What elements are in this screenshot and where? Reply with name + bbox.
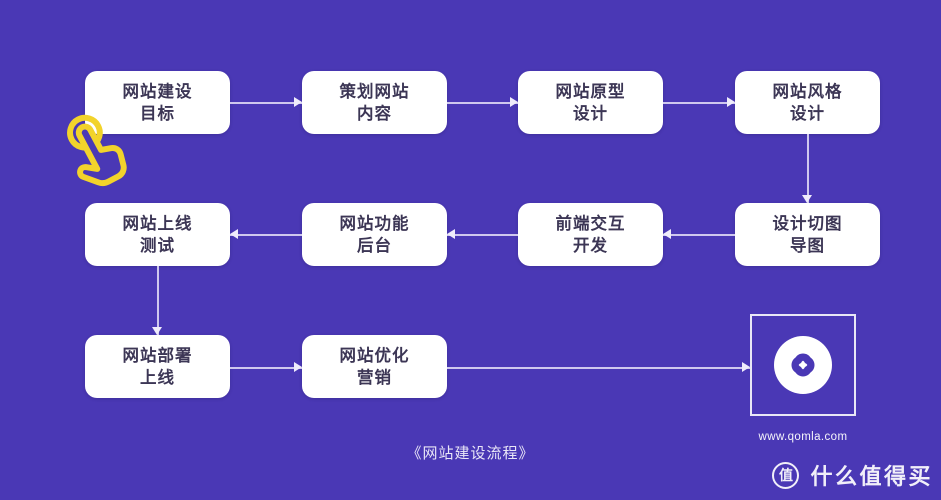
smzdm-watermark: 值 什么值得买 — [772, 459, 933, 491]
connector-line — [230, 234, 302, 236]
flow-node-text: 上线 — [140, 368, 175, 387]
tap-hand-cursor-icon — [67, 114, 127, 187]
smzdm-brand-text: 什么值得买 — [810, 464, 933, 489]
flow-node-text: 目标 — [140, 104, 175, 123]
flow-node-text: 后台 — [357, 236, 392, 255]
flow-node-design-slicing: 设计切图 导图 — [735, 203, 880, 266]
arrowhead-right-icon — [294, 97, 302, 107]
flow-node-text: 开发 — [573, 236, 608, 255]
arrowhead-right-icon — [294, 362, 302, 372]
flow-node-text: 营销 — [357, 368, 392, 387]
connector-line — [157, 266, 159, 335]
logo-card — [750, 314, 856, 416]
diagram-caption: 《网站建设流程》 — [406, 445, 535, 462]
flow-node-text: 网站功能 — [339, 214, 410, 233]
flow-node-text: 内容 — [357, 104, 392, 123]
arrowhead-left-icon — [230, 229, 238, 239]
flow-node-text: 网站优化 — [339, 346, 410, 365]
flow-node-text: 网站建设 — [122, 82, 193, 101]
flow-node-text: 网站部署 — [122, 346, 193, 365]
logo-circle — [774, 336, 832, 394]
flow-node-function-backend: 网站功能 后台 — [302, 203, 447, 266]
flow-node-style-design: 网站风格 设计 — [735, 71, 880, 134]
flow-node-launch-test: 网站上线 测试 — [85, 203, 230, 266]
connector-line — [447, 367, 750, 369]
flow-node-text: 网站上线 — [122, 214, 193, 233]
connector-line — [447, 102, 518, 104]
arrowhead-right-icon — [510, 97, 518, 107]
connector-line — [807, 134, 809, 203]
flow-node-text: 网站原型 — [555, 82, 626, 101]
smzdm-badge-icon: 值 — [772, 461, 800, 489]
flow-node-frontend-dev: 前端交互 开发 — [518, 203, 663, 266]
arrowhead-down-icon — [802, 195, 812, 203]
flow-node-text: 设计 — [573, 104, 608, 123]
connector-line — [230, 102, 302, 104]
flow-node-plan-content: 策划网站 内容 — [302, 71, 447, 134]
qomla-clover-logo-icon — [791, 353, 815, 377]
flow-node-text: 策划网站 — [339, 82, 410, 101]
flow-node-deploy-launch: 网站部署 上线 — [85, 335, 230, 398]
flow-node-text: 网站风格 — [772, 82, 843, 101]
flow-node-text: 导图 — [790, 236, 825, 255]
arrowhead-down-icon — [152, 327, 162, 335]
arrowhead-right-icon — [727, 97, 735, 107]
flow-node-text: 设计 — [790, 104, 825, 123]
connector-line — [447, 234, 518, 236]
connector-line — [230, 367, 302, 369]
connector-line — [663, 234, 735, 236]
arrowhead-left-icon — [663, 229, 671, 239]
flow-node-prototype-design: 网站原型 设计 — [518, 71, 663, 134]
flow-node-optimize-marketing: 网站优化 营销 — [302, 335, 447, 398]
arrowhead-left-icon — [447, 229, 455, 239]
flow-node-text: 测试 — [140, 236, 175, 255]
connector-line — [663, 102, 735, 104]
flow-node-text: 前端交互 — [555, 214, 626, 233]
flow-node-text: 设计切图 — [772, 214, 843, 233]
flow-node-goal: 网站建设 目标 — [85, 71, 230, 134]
logo-website-url: www.qomla.com — [758, 431, 848, 443]
arrowhead-right-icon — [742, 362, 750, 372]
